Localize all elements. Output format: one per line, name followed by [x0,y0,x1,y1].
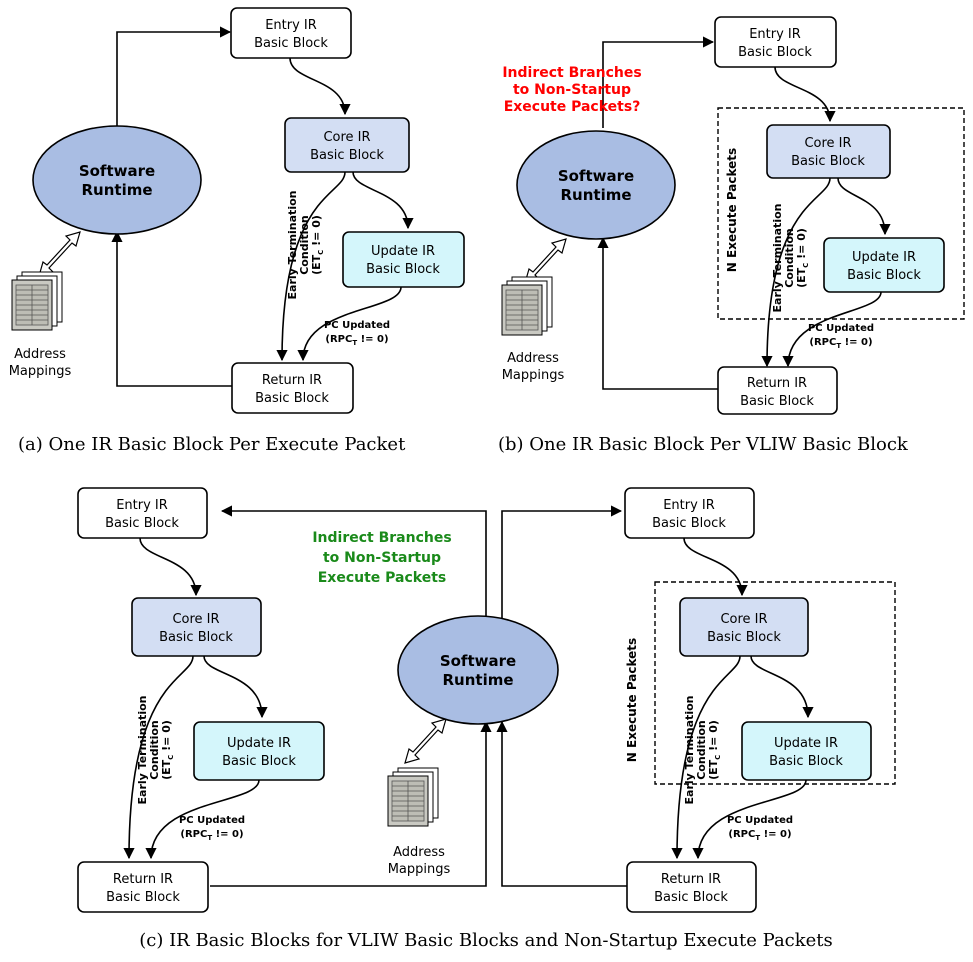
double-arrow-mappings [524,238,567,284]
arrow-runtime-to-entry [602,36,715,128]
update-ir-block [823,237,945,293]
arrow-left-core-to-return [123,655,194,860]
caption-c: (c) IR Basic Blocks for VLIW Basic Block… [139,930,833,951]
right-core-ir-block [679,597,809,657]
right-update-ir-block [741,721,872,781]
arrow-entry-to-core [289,57,351,116]
arrow-return-to-runtime [597,236,718,390]
left-pc-updated-label: PC Updated(RPCT != 0) [179,815,245,842]
double-arrow-mappings [404,718,447,764]
right-pc-updated-label: PC Updated(RPCT != 0) [727,815,793,842]
software-runtime [397,615,559,725]
arrow-core-to-return [761,177,831,368]
left-return-ir-block [77,861,209,913]
software-runtime [32,125,202,235]
caption-a: (a) One IR Basic Block Per Execute Packe… [18,434,406,455]
n-execute-packets-region [717,107,965,320]
core-ir-block [766,124,891,179]
right-entry-ir-block [624,487,755,539]
arrow-entry-to-core [774,66,836,123]
arrow-core-to-update [837,177,891,236]
core-ir-block [284,117,410,173]
arrow-update-to-return [297,286,402,362]
n-execute-packets-label: N Execute Packets [625,638,639,762]
arrow-runtime-to-right-entry [501,505,623,620]
left-core-ir-block [131,597,262,657]
arrow-return-to-runtime [111,230,232,387]
update-ir-block [342,231,465,288]
n-execute-packets-region [654,581,896,785]
left-update-ir-block [193,721,325,781]
arrow-runtime-to-entry [116,26,232,128]
arrow-right-core-to-update [750,655,814,719]
arrow-right-core-to-return [671,655,741,860]
arrow-right-entry-to-core [683,537,748,597]
right-early-termination-label: Early TerminationCondition(ETC != 0) [683,696,722,805]
arrow-left-core-to-update [203,655,268,719]
arrow-right-update-to-return [692,779,807,860]
arrow-left-update-to-return [145,779,260,860]
pc-updated-label: PC Updated(RPCT != 0) [324,320,390,347]
arrow-left-entry-to-core [139,537,202,597]
address-mappings-icon [501,276,553,336]
address-mappings-icon [11,271,63,331]
arrow-core-to-update [352,171,414,230]
arrow-left-return-to-runtime [210,720,492,887]
early-termination-label: Early TerminationCondition(ETC != 0) [771,204,810,313]
return-ir-block [717,366,838,415]
right-return-ir-block [626,861,757,913]
software-runtime [516,130,676,240]
return-ir-block [231,362,354,414]
left-entry-ir-block [77,487,208,539]
arrow-runtime-to-left-entry [220,505,487,620]
left-early-termination-label: Early TerminationCondition(ETC != 0) [136,696,175,805]
entry-ir-block [714,16,837,68]
address-mappings-icon [387,767,439,827]
entry-ir-block [230,7,352,59]
double-arrow-mappings [38,231,81,277]
arrow-right-return-to-runtime [496,720,627,887]
pc-updated-label: PC Updated(RPCT != 0) [808,323,874,350]
arrow-update-to-return [782,291,882,368]
n-execute-packets-label: N Execute Packets [725,148,739,272]
early-termination-label: Early TerminationCondition(ETC != 0) [286,191,325,300]
caption-b: (b) One IR Basic Block Per VLIW Basic Bl… [498,434,909,455]
arrow-core-to-return [276,171,346,362]
